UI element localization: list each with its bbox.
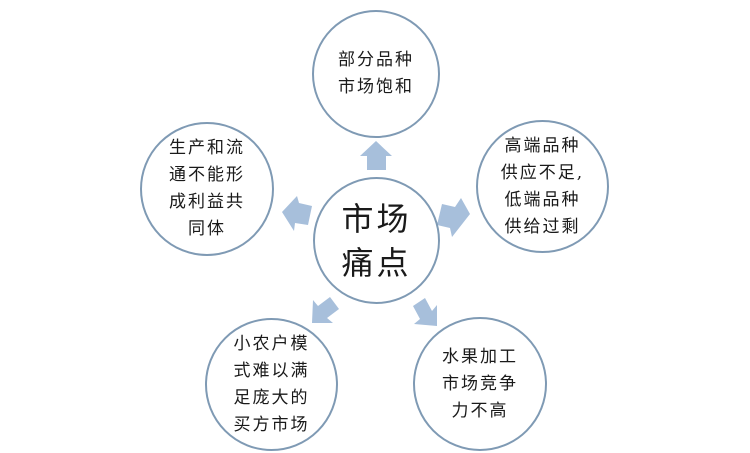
arrow-right	[437, 198, 470, 237]
node-lower-left-label: 小农户模 式难以满 足庞大的 买方市场	[233, 333, 310, 435]
node-production-circulation: 生产和流 通不能形 成利益共 同体	[140, 122, 274, 256]
center-node-market-pain-points: 市场 痛点	[313, 177, 440, 304]
node-lower-right-label: 水果加工 市场竞争 力不高	[442, 346, 518, 421]
node-upper-right-label: 高端品种 供应不足, 低端品种 供给过剩	[500, 135, 585, 237]
arrow-up	[360, 141, 392, 170]
node-smallholder-model: 小农户模 式难以满 足庞大的 买方市场	[205, 318, 338, 451]
arrow-lower-left	[312, 297, 339, 323]
node-supply-imbalance: 高端品种 供应不足, 低端品种 供给过剩	[476, 120, 609, 253]
node-processing-competitiveness: 水果加工 市场竞争 力不高	[413, 317, 547, 451]
node-top-label: 部分品种 市场饱和	[338, 50, 414, 97]
node-upper-left-label: 生产和流 通不能形 成利益共 同体	[169, 138, 245, 239]
arrow-left	[282, 196, 312, 231]
node-partial-variety-saturation: 部分品种 市场饱和	[312, 10, 440, 138]
center-node-label: 市场 痛点	[341, 199, 412, 282]
arrow-lower-right	[413, 298, 437, 326]
